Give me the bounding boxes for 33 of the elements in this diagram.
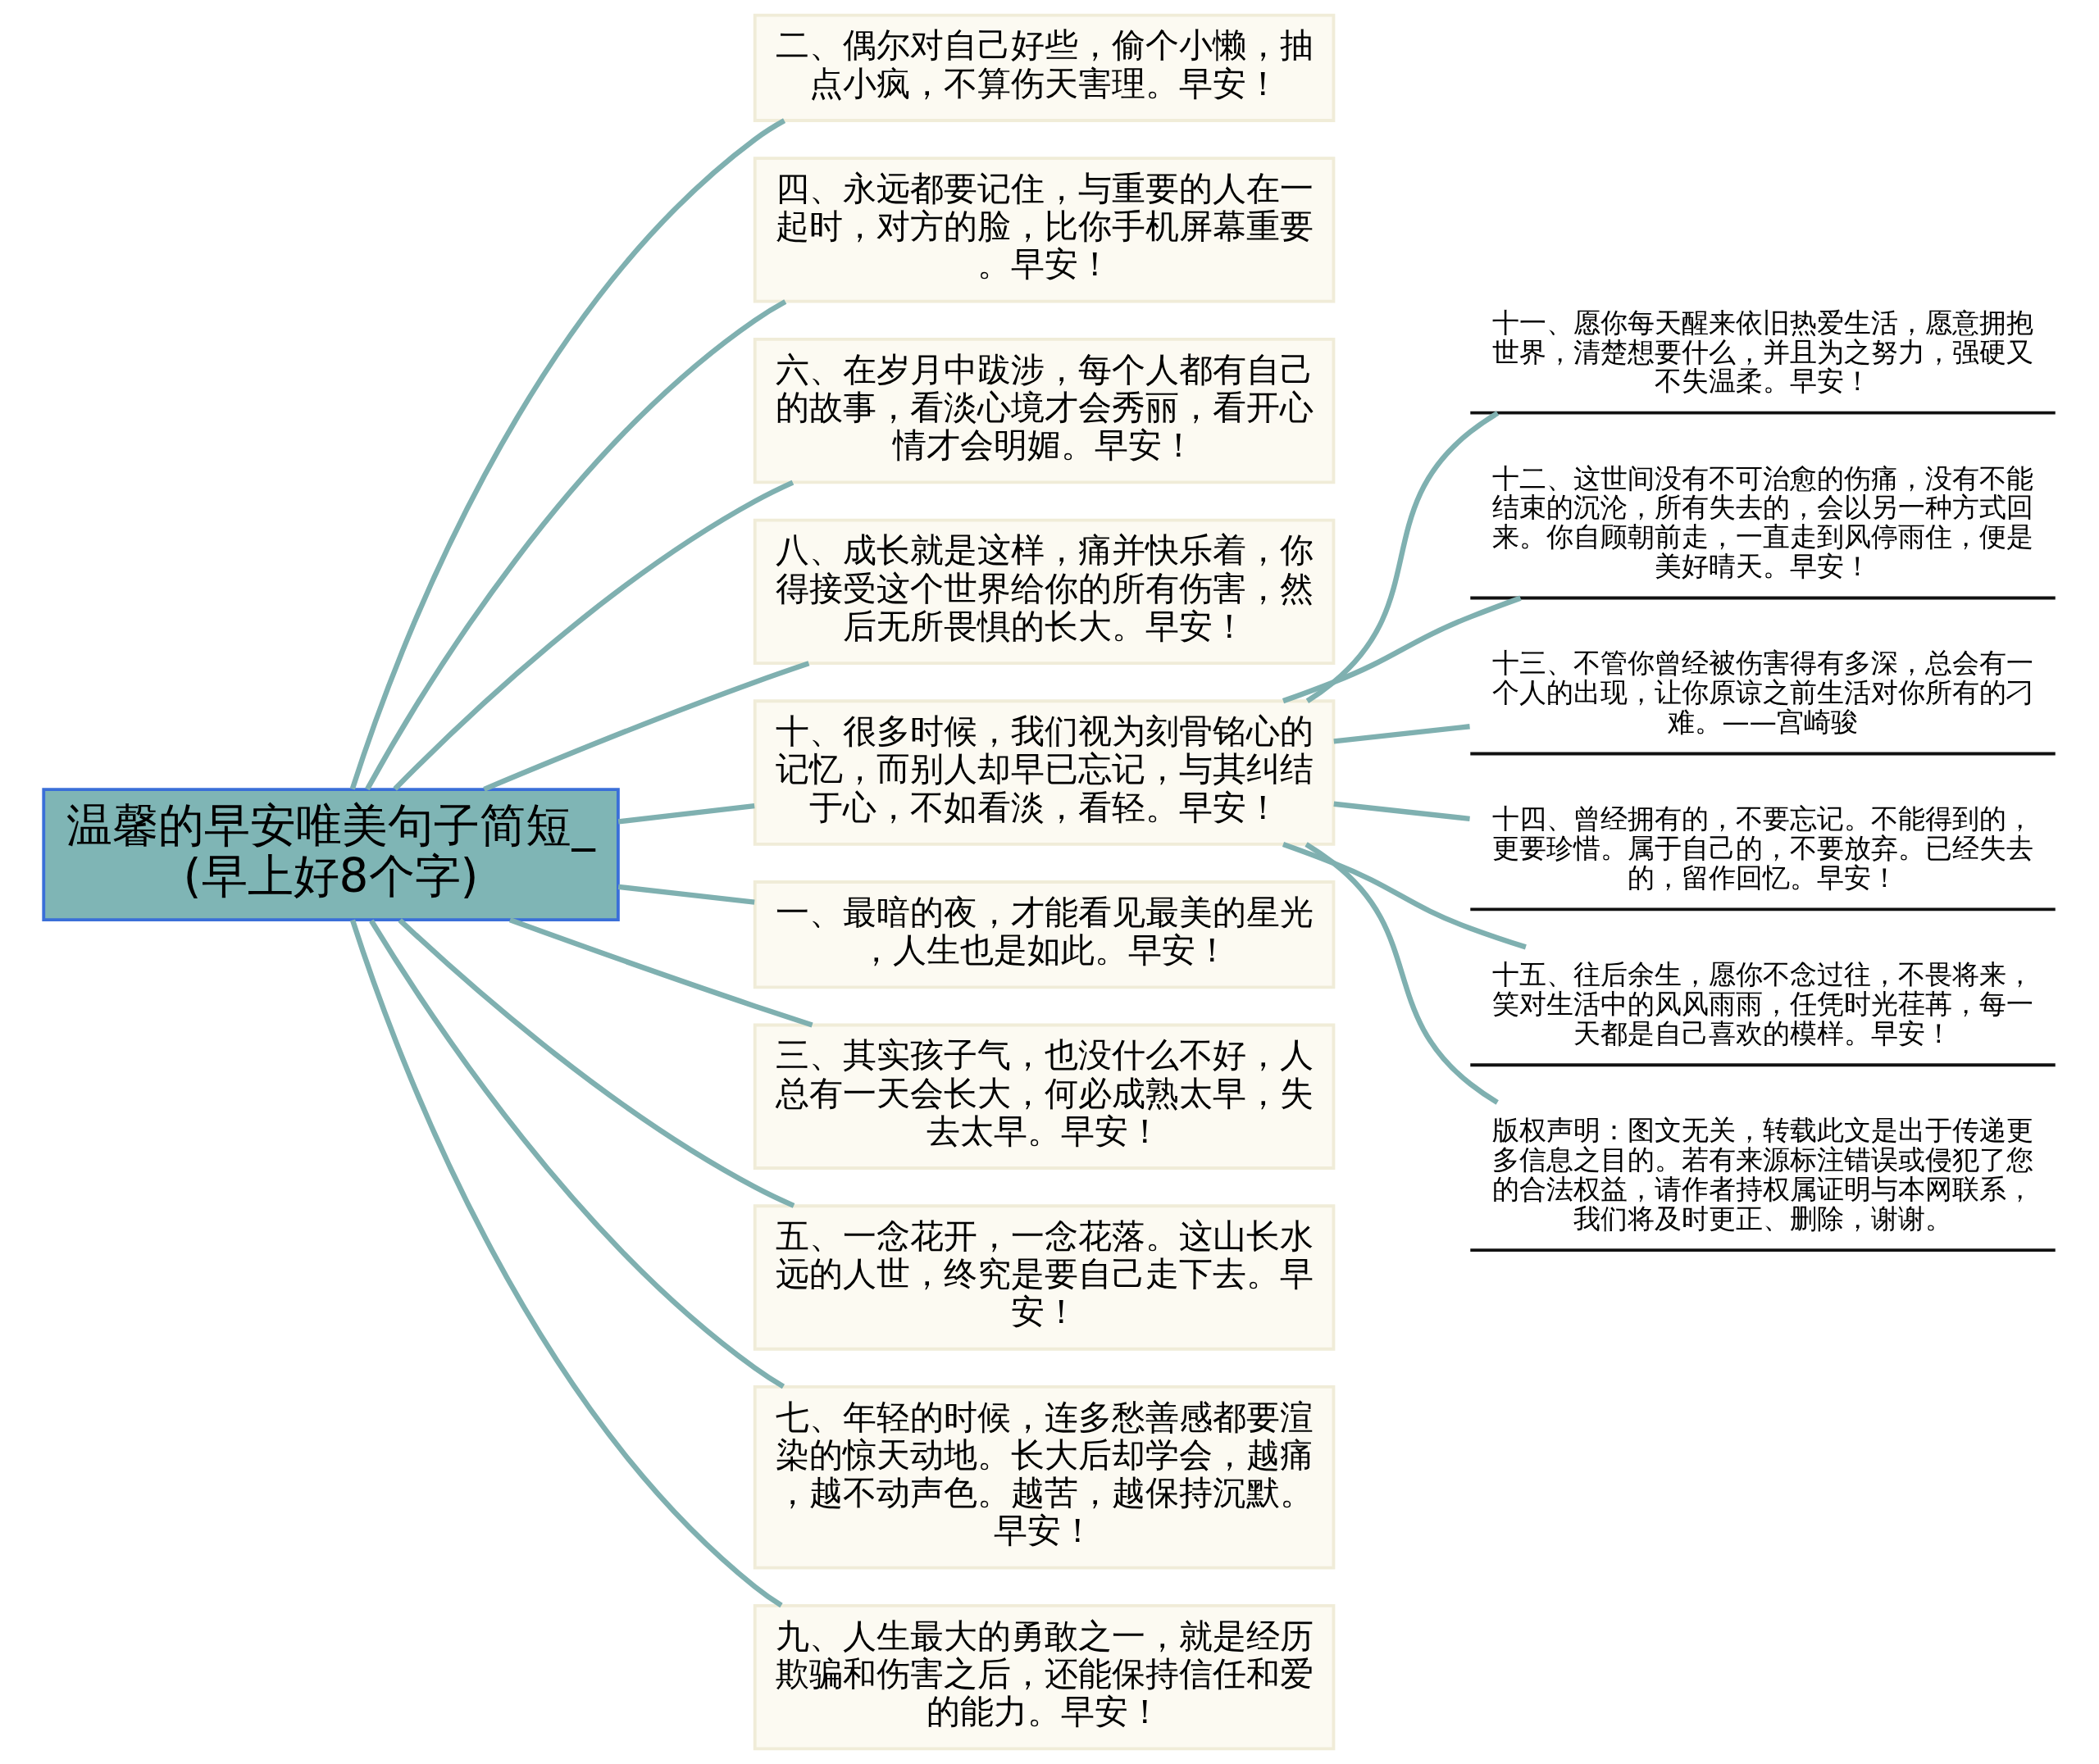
node-text: 版权声明：图文无关，转载此文是出于传递更多信息之目的。若有来源标注错误或侵犯了您的合法权益，请作者持权属证明与本网联系，我们将及时更正、删除，谢谢。 [1492, 1114, 2034, 1234]
node-box: 二、偶尔对自己好些，偷个小懒，抽点小疯，不算伤天害理。早安！ [753, 13, 1336, 122]
connector [617, 884, 755, 905]
connector [508, 917, 813, 1028]
node-box: 一、最暗的夜，才能看见最美的星光，人生也是如此。早安！ [753, 880, 1336, 989]
connector [1304, 842, 1499, 1105]
node-text: 十一、愿你每天醒来依旧热爱生活，愿意拥抱世界，清楚想要什么，并且为之努力，强硬又不失温柔。早安！ [1492, 306, 2034, 398]
node-box: 五、一念花开，一念花落。这山长水远的人世，终究是要自己走下去。早安！ [753, 1204, 1336, 1351]
node-text: 十三、不管你曾经被伤害得有多深，总会有一个人的出现，让你原谅之前生活对你所有的刁难。——宫崎骏 [1492, 647, 2034, 739]
connector [483, 661, 810, 792]
connector [1282, 595, 1522, 704]
connector [349, 118, 786, 790]
connector [349, 919, 783, 1608]
node-box: 八、成长就是这样，痛并快乐着，你得接受这个世界给你的所有伤害，然后无所畏惧的长大。早安！ [753, 518, 1336, 666]
node-box: 三、其实孩子气，也没什么不好，人总有一天会长大，何必成熟太早，失去太早。早安！ [753, 1023, 1336, 1170]
connector [1305, 411, 1500, 703]
connector [398, 918, 795, 1208]
connector [393, 480, 795, 791]
node-box: 九、人生最大的勇敢之一，就是经历欺骗和伤害之后，还能保持信任和爱的能力。早安！ [753, 1603, 1336, 1751]
node-box: 温馨的早安唯美句子简短_(早上好8个字) [42, 788, 620, 922]
node-box: 十、很多时候，我们视为刻骨铭心的记忆，而别人却早已忘记，与其纠结于心，不如看淡，看轻。早安！ [753, 699, 1336, 846]
node-box: 四、永远都要记住，与重要的人在一起时，对方的脸，比你手机屏幕重要。早安！ [753, 157, 1336, 303]
connector [369, 919, 785, 1389]
connector [1282, 841, 1527, 950]
connector [365, 299, 787, 791]
node-box: 六、在岁月中跋涉，每个人都有自己的故事，看淡心境才会秀丽，看开心情才会明媚。早安！ [753, 337, 1336, 484]
connector [617, 802, 755, 825]
connector [1333, 724, 1470, 744]
node-box: 七、年轻的时候，连多愁善感都要渲染的惊天动地。长大后却学会，越痛，越不动声色。越苦，越保持沉默。早安！ [753, 1385, 1336, 1570]
connector [1333, 801, 1470, 822]
node-text: 十四、曾经拥有的，不要忘记。不能得到的，更要珍惜。属于自己的，不要放弃。已经失去的，留作回忆。早安！ [1492, 802, 2034, 894]
node-text: 十二、这世间没有不可治愈的伤痛，没有不能结束的沉沦，所有失去的，会以另一种方式回来。你自顾朝前走，一直走到风停雨住，便是美好晴天。早安！ [1492, 461, 2034, 583]
node-text: 十五、往后余生，愿你不念过往，不畏将来，笑对生活中的风风雨雨，任凭时光荏苒，每一天都是自己喜欢的模样。早安！ [1492, 958, 2034, 1050]
